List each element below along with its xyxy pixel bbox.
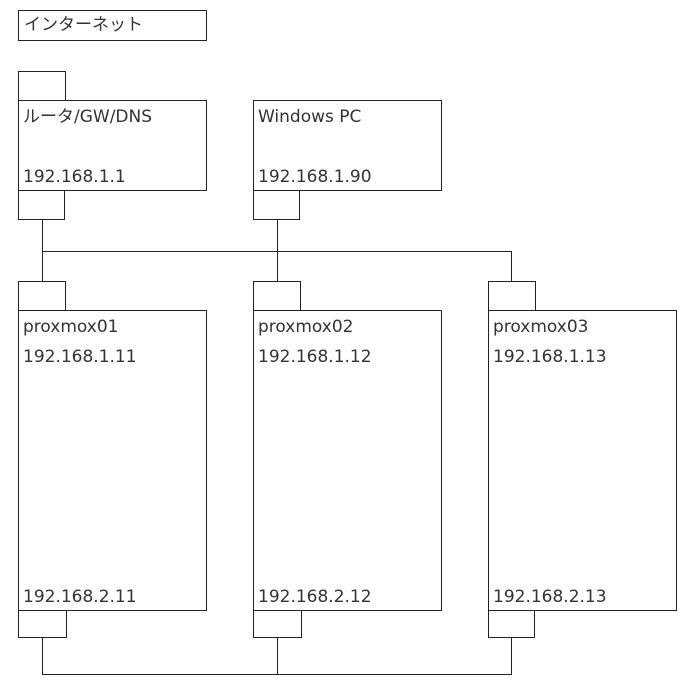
node2-label: proxmox02	[258, 317, 354, 337]
node3-ip-secondary: 192.168.2.13	[493, 587, 607, 607]
node3-bottom-port	[488, 610, 535, 638]
router-box: ルータ/GW/DNS 192.168.1.1	[18, 100, 207, 191]
node2-top-port	[253, 281, 301, 311]
node1-ip-secondary: 192.168.2.11	[23, 587, 137, 607]
node1-ip-primary: 192.168.1.11	[23, 347, 137, 367]
windows-pc-port	[253, 190, 300, 220]
node2-ip-primary: 192.168.1.12	[258, 347, 372, 367]
node2-ip-secondary: 192.168.2.12	[258, 587, 372, 607]
node2-box: proxmox02 192.168.1.12 192.168.2.12	[253, 310, 442, 611]
router-label: ルータ/GW/DNS	[23, 107, 153, 127]
node1-bottom-port	[18, 610, 67, 638]
windows-pc-label: Windows PC	[258, 107, 362, 127]
node1-box: proxmox01 192.168.1.11 192.168.2.11	[18, 310, 207, 611]
node3-ip-primary: 192.168.1.13	[493, 347, 607, 367]
router-bottom-port	[18, 190, 65, 220]
node1-top-port	[18, 281, 66, 311]
node3-top-port	[488, 281, 536, 311]
windows-pc-ip: 192.168.1.90	[258, 167, 372, 187]
router-top-port	[18, 71, 66, 101]
internet-label: インターネット	[24, 15, 143, 35]
node1-label: proxmox01	[23, 317, 119, 337]
windows-pc-box: Windows PC 192.168.1.90	[253, 100, 442, 191]
node3-box: proxmox03 192.168.1.13 192.168.2.13	[488, 310, 677, 611]
node3-label: proxmox03	[493, 317, 589, 337]
internet-box: インターネット	[18, 10, 207, 41]
router-ip: 192.168.1.1	[23, 167, 126, 187]
node2-bottom-port	[253, 610, 302, 638]
